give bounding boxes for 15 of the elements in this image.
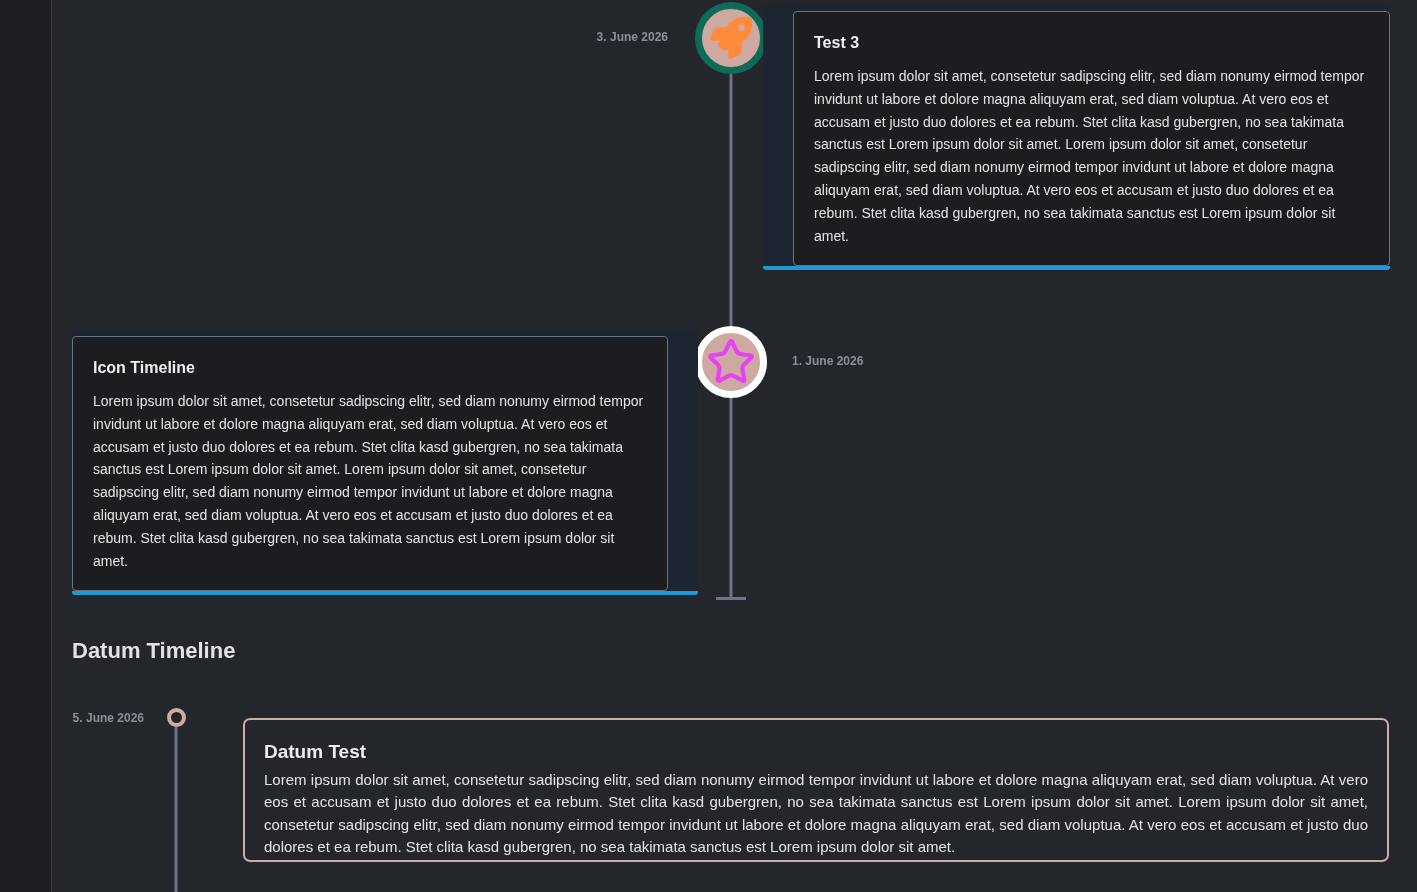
date-label: 3. June 2026 (596, 29, 668, 45)
card-text: Lorem ipsum dolor sit amet, consetetur sadipscing elitr, sed diam nonumy eirmod tempor invidunt ut labore et dolore magna aliquyam erat, sed diam voluptua. At vero eos et accusam et justo duo dolores et ea rebum. Stet clita kasd gubergren, no sea takimata sanctus est Lorem ipsum dolor sit amet. Lorem ipsum dolor sit amet, consetetur sadipscing elitr, sed diam nonumy eirmod tempor invidunt ut labore et dolore magna aliquyam erat, sed diam voluptua. At vero eos et accusam et justo duo dolores et ea rebum. Stet clita kasd gubergren, no sea takimata sanctus est Lorem ipsum dolor sit amet. (814, 67, 1366, 246)
timeline-line (174, 726, 178, 892)
card-text: Lorem ipsum dolor sit amet, consetetur sadipscing elitr, sed diam nonumy eirmod tempor invidunt ut labore et dolore magna aliquyam erat, sed diam voluptua. At vero eos et accusam et justo duo dolores et ea rebum. Stet clita kasd gubergren, no sea takimata sanctus est Lorem ipsum dolor sit amet. Lorem ipsum dolor sit amet, consetetur sadipscing elitr, sed diam nonumy eirmod tempor invidunt ut labore et dolore magna aliquyam erat, sed diam voluptua. At vero eos et accusam et justo duo dolores et ea rebum. Stet clita kasd gubergren, no sea takimata sanctus est Lorem ipsum dolor sit amet. (264, 770, 1368, 858)
section-heading: Datum Timeline (72, 637, 236, 665)
timeline-line (714, 398, 748, 600)
timeline-line (729, 74, 733, 326)
card-title: Test 3 (814, 33, 861, 53)
card-title: Datum Test (264, 740, 368, 764)
timeline-dot-icon (166, 707, 186, 727)
date-label: 1. June 2026 (792, 353, 864, 369)
timeline-card (243, 718, 1389, 862)
card-title: Icon Timeline (93, 358, 196, 378)
card-text: Lorem ipsum dolor sit amet, consetetur sadipscing elitr, sed diam nonumy eirmod tempor invidunt ut labore et dolore magna aliquyam erat, sed diam voluptua. At vero eos et accusam et justo duo dolores et ea rebum. Stet clita kasd gubergren, no sea takimata sanctus est Lorem ipsum dolor sit amet. Lorem ipsum dolor sit amet, consetetur sadipscing elitr, sed diam nonumy eirmod tempor invidunt ut labore et dolore magna aliquyam erat, sed diam voluptua. At vero eos et accusam et justo duo dolores et ea rebum. Stet clita kasd gubergren, no sea takimata sanctus est Lorem ipsum dolor sit amet. (93, 392, 645, 571)
date-label: 5. June 2026 (72, 710, 144, 726)
